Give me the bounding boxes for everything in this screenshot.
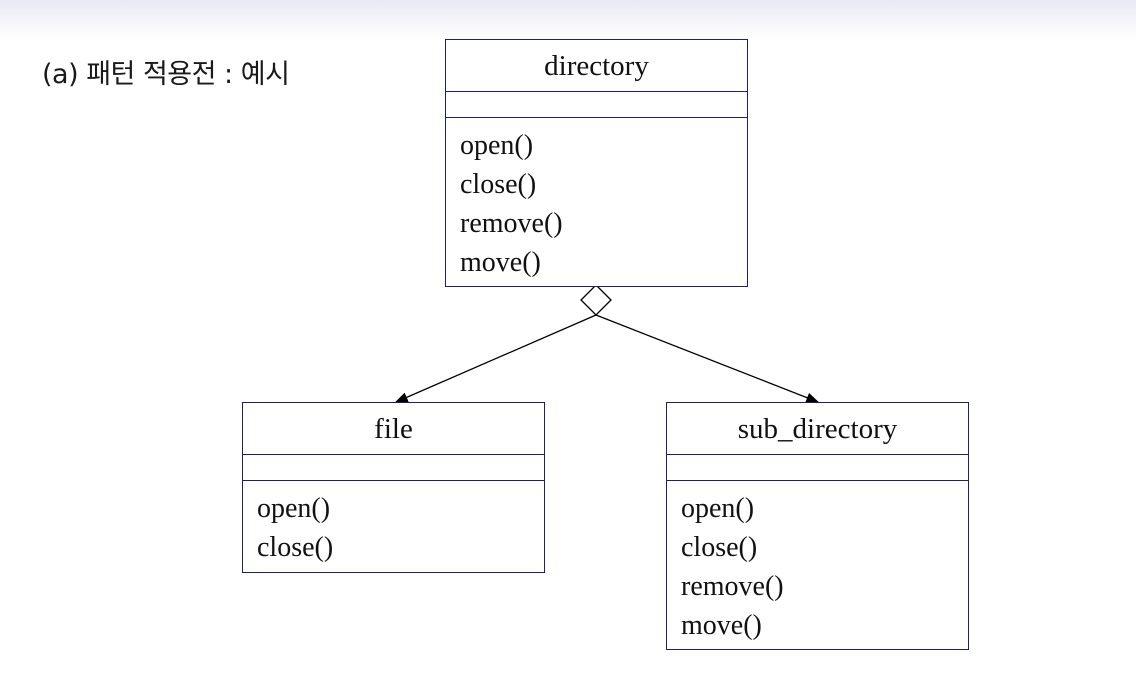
aggregation-edge-sub-directory bbox=[595, 314, 820, 403]
class-name: directory bbox=[446, 40, 747, 92]
class-directory: directory open() close() remove() move() bbox=[445, 39, 748, 287]
operation: close() bbox=[681, 532, 758, 563]
operations-compartment: open() close() remove() move() bbox=[446, 118, 747, 284]
class-file: file open() close() bbox=[242, 402, 545, 573]
operation: close() bbox=[460, 169, 537, 200]
operation: open() bbox=[257, 493, 331, 524]
aggregation-diamond bbox=[580, 284, 612, 316]
attributes-compartment bbox=[667, 455, 968, 481]
operation: open() bbox=[681, 493, 755, 524]
attributes-compartment bbox=[446, 92, 747, 118]
operation: close() bbox=[257, 532, 334, 563]
operation: open() bbox=[460, 130, 534, 161]
operations-compartment: open() close() bbox=[243, 481, 544, 569]
operation: move() bbox=[681, 610, 762, 641]
aggregation-edge-file bbox=[394, 314, 597, 403]
diagram-caption: (a) 패턴 적용전 : 예시 bbox=[42, 59, 290, 90]
class-name: sub_directory bbox=[667, 403, 968, 455]
attributes-compartment bbox=[243, 455, 544, 481]
operation: remove() bbox=[681, 571, 784, 602]
operations-compartment: open() close() remove() move() bbox=[667, 481, 968, 647]
operation: move() bbox=[460, 247, 541, 278]
class-sub-directory: sub_directory open() close() remove() mo… bbox=[666, 402, 969, 650]
class-name: file bbox=[243, 403, 544, 455]
operation: remove() bbox=[460, 208, 563, 239]
